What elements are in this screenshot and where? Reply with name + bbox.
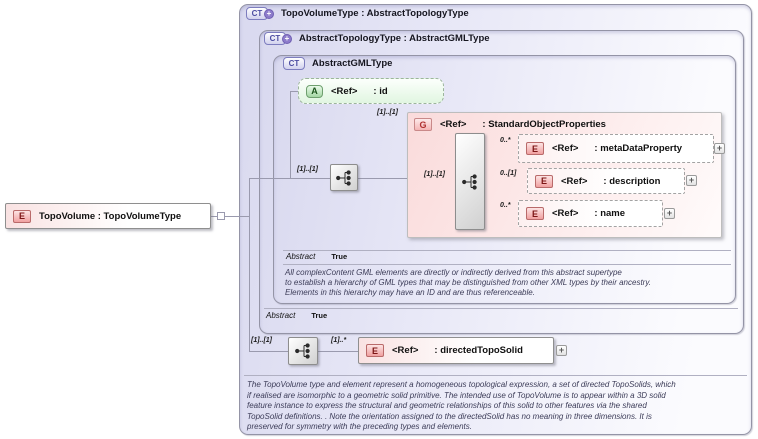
element-topovolume[interactable]: E TopoVolume : TopoVolumeType xyxy=(5,203,211,229)
annotation-line: All complexContent GML elements are dire… xyxy=(285,268,622,277)
element-ref: <Ref> xyxy=(552,208,579,219)
complex-type-icon: CT xyxy=(283,57,305,70)
separator-line xyxy=(283,250,731,251)
occurrence-label: 0..* xyxy=(500,202,511,209)
type-header-topovolumetype: CT + TopoVolumeType : AbstractTopologyTy… xyxy=(246,7,469,20)
facet-label: Abstract xyxy=(286,252,316,261)
connector-line xyxy=(290,91,298,92)
connector-line xyxy=(358,178,455,179)
annotation-topovolumetype: The TopoVolume type and element represen… xyxy=(247,380,676,433)
attribute-name: : id xyxy=(373,85,388,97)
group-name: : StandardObjectProperties xyxy=(482,119,606,130)
expand-button[interactable]: + xyxy=(686,175,697,186)
connector-square xyxy=(217,212,225,220)
element-name-row[interactable]: E <Ref> : name xyxy=(518,200,663,227)
group-icon: G xyxy=(414,118,432,131)
element-label: TopoVolume : TopoVolumeType xyxy=(39,210,182,222)
connector-line xyxy=(249,351,288,352)
expand-button[interactable]: + xyxy=(714,143,725,154)
connector-line xyxy=(249,178,250,352)
occurrence-label: 0..* xyxy=(500,137,511,144)
group-header: G <Ref> : StandardObjectProperties xyxy=(408,113,721,136)
sequence-glyph-icon xyxy=(336,169,351,186)
element-directedtoposolid[interactable]: E <Ref> : directedTopoSolid xyxy=(358,337,554,364)
element-description[interactable]: E <Ref> : description xyxy=(527,168,685,194)
element-name: : directedTopoSolid xyxy=(434,345,523,356)
facet-abstract: Abstract True xyxy=(266,311,327,320)
type-title: AbstractGMLType xyxy=(312,58,393,69)
occurrence-label: 0..[1] xyxy=(500,170,517,177)
connector-line xyxy=(211,216,249,217)
complex-type-extension-icon: CT + xyxy=(246,7,274,20)
occurrence-label: [1]..[1] xyxy=(424,171,445,178)
annotation-line: Elements in this hierarchy may have an I… xyxy=(285,288,535,297)
element-icon: E xyxy=(526,142,544,155)
type-header-abstractgmltype: CT AbstractGMLType xyxy=(283,57,392,70)
sequence-compositor-icon[interactable] xyxy=(455,133,485,230)
facet-abstract: Abstract True xyxy=(286,252,347,261)
annotation-line: if realised are isomorphic to a geometri… xyxy=(247,390,666,400)
element-icon: E xyxy=(535,174,553,188)
separator-line xyxy=(244,375,747,376)
annotation-abstractgmltype: All complexContent GML elements are dire… xyxy=(285,268,651,298)
annotation-line: preserved for symmetry with the precedin… xyxy=(247,422,472,431)
sequence-compositor-icon[interactable] xyxy=(330,164,358,191)
connector-line xyxy=(249,178,330,179)
group-ref: <Ref> xyxy=(440,119,467,130)
sequence-compositor-icon[interactable] xyxy=(288,337,318,365)
facet-label: Abstract xyxy=(266,311,296,320)
element-metadataproperty[interactable]: E <Ref> : metaDataProperty xyxy=(518,134,714,163)
element-name: : metaDataProperty xyxy=(594,143,683,154)
element-icon: E xyxy=(366,344,384,357)
separator-line xyxy=(283,264,731,265)
expand-button[interactable]: + xyxy=(664,208,675,219)
extension-plus-icon: + xyxy=(264,8,274,19)
occurrence-label: [1]..[1] xyxy=(297,166,318,173)
occurrence-label: [1]..* xyxy=(331,337,347,344)
sequence-glyph-icon xyxy=(462,173,477,190)
sequence-glyph-icon xyxy=(295,343,310,359)
type-header-abstracttopologytype: CT + AbstractTopologyType : AbstractGMLT… xyxy=(264,32,490,45)
element-icon: E xyxy=(13,209,31,223)
occurrence-label: [1]..[1] xyxy=(251,337,272,344)
complex-type-extension-icon: CT + xyxy=(264,32,292,45)
element-name: : name xyxy=(594,208,626,219)
type-title: AbstractTopologyType : AbstractGMLType xyxy=(299,33,490,44)
facet-value: True xyxy=(331,252,348,261)
separator-line xyxy=(264,308,738,309)
annotation-line: TopoSolid definitions. . Note the orient… xyxy=(247,411,652,421)
element-ref: <Ref> xyxy=(392,345,419,356)
element-ref: <Ref> xyxy=(561,175,588,187)
attribute-id[interactable]: A <Ref> : id xyxy=(298,78,444,104)
annotation-line: The TopoVolume type and element represen… xyxy=(247,380,676,389)
facet-value: True xyxy=(311,311,328,320)
expand-button[interactable]: + xyxy=(556,345,567,356)
element-icon: E xyxy=(526,207,544,220)
connector-line xyxy=(290,91,291,178)
element-name: : description xyxy=(603,175,661,187)
attribute-icon: A xyxy=(306,84,323,98)
attribute-ref: <Ref> xyxy=(331,85,358,97)
connector-line xyxy=(318,351,358,352)
annotation-line: feature instance to express the structur… xyxy=(247,401,647,410)
type-title: TopoVolumeType : AbstractTopologyType xyxy=(281,8,469,19)
occurrence-label: [1]..[1] xyxy=(377,109,398,116)
extension-plus-icon: + xyxy=(282,33,292,44)
element-ref: <Ref> xyxy=(552,143,579,154)
annotation-line: to establish a hierarchy of GML types th… xyxy=(285,278,651,287)
